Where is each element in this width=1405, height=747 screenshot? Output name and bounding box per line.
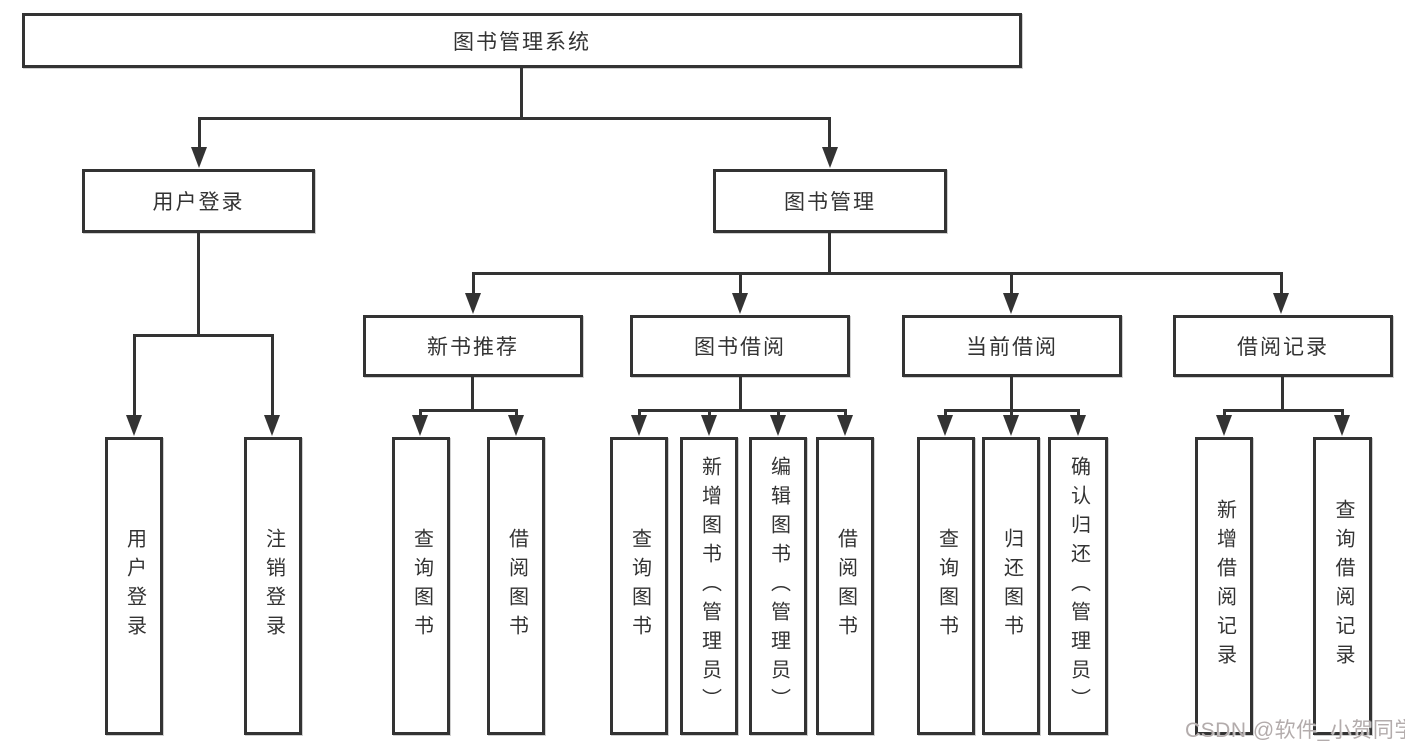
leaf-label: 注销登录	[262, 528, 285, 644]
csdn-watermark: CSDN @软件_小贺同学	[1185, 719, 1405, 742]
connector-line	[944, 409, 947, 418]
arrow-down-icon	[1216, 415, 1232, 436]
connector-line	[197, 233, 200, 336]
leaf-borrow-books: 借阅图书	[816, 437, 874, 735]
connector-line	[1223, 409, 1226, 418]
leaf-add-books-admin: 新增图书（管理员）	[680, 437, 738, 735]
node-label: 图书借阅	[694, 336, 786, 359]
arrow-down-icon	[508, 415, 524, 436]
node-book-borrowing: 图书借阅	[630, 315, 850, 377]
connector-line	[271, 334, 274, 417]
arrow-down-icon	[126, 415, 142, 436]
connector-line	[777, 409, 780, 418]
leaf-label: 确认归还（管理员）	[1067, 455, 1090, 717]
arrow-down-icon	[837, 415, 853, 436]
arrow-down-icon	[412, 415, 428, 436]
node-label: 借阅记录	[1237, 336, 1329, 359]
leaf-label: 借阅图书	[505, 528, 528, 644]
connector-line	[419, 409, 517, 412]
arrow-down-icon	[822, 147, 838, 168]
connector-line	[472, 272, 1283, 275]
node-label: 当前借阅	[966, 336, 1058, 359]
leaf-confirm-return-admin: 确认归还（管理员）	[1048, 437, 1108, 735]
arrow-down-icon	[1070, 415, 1086, 436]
connector-line	[828, 233, 831, 274]
connector-line	[1281, 377, 1284, 411]
arrow-down-icon	[770, 415, 786, 436]
connector-line	[1010, 377, 1013, 411]
arrow-down-icon	[937, 415, 953, 436]
leaf-label: 归还图书	[1000, 528, 1023, 644]
connector-line	[1010, 272, 1013, 296]
connector-line	[708, 409, 711, 418]
arrow-down-icon	[1003, 415, 1019, 436]
leaf-label: 新增图书（管理员）	[698, 455, 721, 717]
leaf-borrow-books-recommend: 借阅图书	[487, 437, 545, 735]
node-label: 新书推荐	[427, 336, 519, 359]
leaf-label: 查询图书	[410, 528, 433, 644]
connector-line	[520, 68, 523, 118]
connector-line	[471, 377, 474, 411]
connector-line	[133, 334, 136, 417]
leaf-query-books-recommend: 查询图书	[392, 437, 450, 735]
connector-line	[515, 409, 518, 418]
leaf-query-borrow-record: 查询借阅记录	[1313, 437, 1372, 735]
arrow-down-icon	[631, 415, 647, 436]
connector-line	[1010, 409, 1013, 418]
leaf-label: 借阅图书	[834, 528, 857, 644]
node-borrowing-records: 借阅记录	[1173, 315, 1393, 377]
arrow-down-icon	[1003, 293, 1019, 314]
leaf-edit-books-admin: 编辑图书（管理员）	[749, 437, 807, 735]
leaf-label: 编辑图书（管理员）	[767, 455, 790, 717]
connector-line	[133, 334, 273, 337]
leaf-return-books: 归还图书	[982, 437, 1040, 735]
arrow-down-icon	[264, 415, 280, 436]
arrow-down-icon	[465, 293, 481, 314]
node-label: 图书管理系统	[453, 30, 591, 54]
connector-line	[198, 117, 201, 150]
connector-line	[638, 409, 846, 412]
leaf-label: 新增借阅记录	[1213, 499, 1236, 673]
leaf-query-books-current: 查询图书	[917, 437, 975, 735]
leaf-label: 用户登录	[123, 528, 146, 644]
node-label: 用户登录	[152, 191, 245, 214]
leaf-label: 查询图书	[935, 528, 958, 644]
connector-line	[198, 117, 831, 120]
node-label: 图书管理	[784, 191, 876, 214]
leaf-query-books-borrowing: 查询图书	[610, 437, 668, 735]
leaf-user-login: 用户登录	[105, 437, 163, 735]
connector-line	[844, 409, 847, 418]
connector-line	[739, 272, 742, 296]
arrow-down-icon	[191, 147, 207, 168]
connector-line	[419, 409, 422, 418]
node-book-management: 图书管理	[713, 169, 947, 233]
leaf-label: 查询借阅记录	[1332, 499, 1354, 673]
connector-line	[739, 377, 742, 411]
connector-line	[1077, 409, 1080, 418]
connector-line	[638, 409, 641, 418]
arrow-down-icon	[732, 293, 748, 314]
node-library-system: 图书管理系统	[22, 13, 1022, 68]
leaf-add-borrow-record: 新增借阅记录	[1195, 437, 1253, 735]
node-user-login: 用户登录	[82, 169, 315, 233]
connector-line	[472, 272, 475, 296]
node-new-book-recommend: 新书推荐	[363, 315, 583, 377]
arrow-down-icon	[1273, 293, 1289, 314]
arrow-down-icon	[701, 415, 717, 436]
connector-line	[1341, 409, 1344, 418]
connector-line	[1280, 272, 1283, 296]
arrow-down-icon	[1334, 415, 1350, 436]
leaf-logout: 注销登录	[244, 437, 302, 735]
leaf-label: 查询图书	[628, 528, 651, 644]
node-current-borrowing: 当前借阅	[902, 315, 1122, 377]
connector-line	[1223, 409, 1343, 412]
connector-line	[828, 117, 831, 150]
